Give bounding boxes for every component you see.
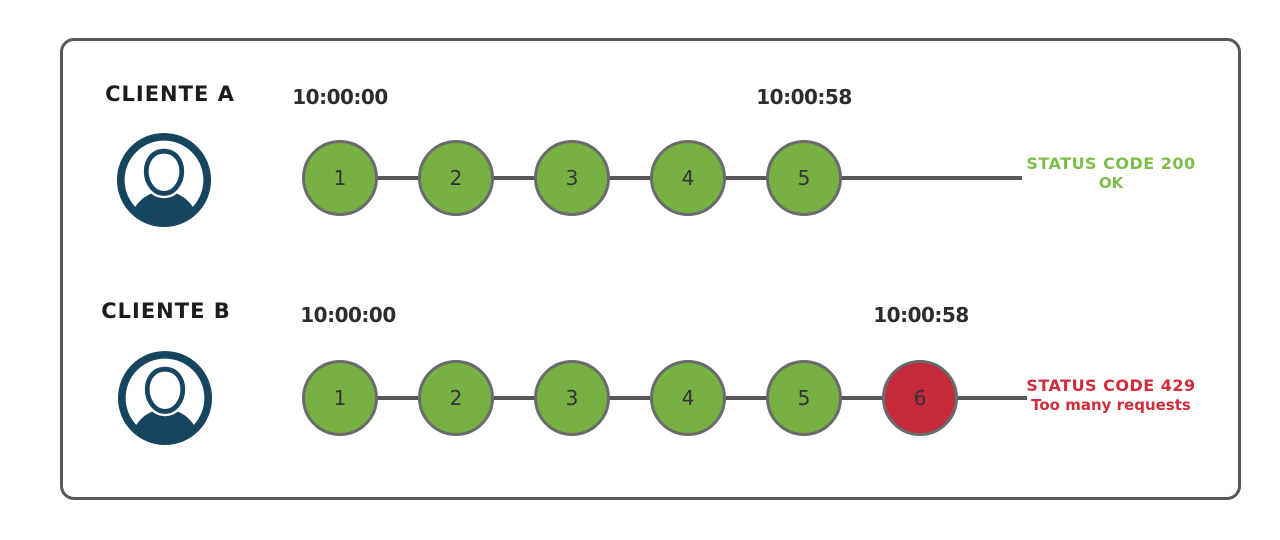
- request-node: 1: [302, 140, 378, 216]
- status-code-text: STATUS CODE 429: [1026, 376, 1196, 395]
- request-node: 4: [650, 140, 726, 216]
- diagram-frame: [60, 38, 1241, 500]
- status-message-text: Too many requests: [1031, 396, 1191, 414]
- user-avatar-icon: [117, 350, 213, 446]
- request-node: 4: [650, 360, 726, 436]
- client-b-label: CLIENTE B: [101, 299, 231, 323]
- request-node: 5: [766, 140, 842, 216]
- request-node-blocked: 6: [882, 360, 958, 436]
- status-code-text: STATUS CODE 200: [1026, 154, 1196, 173]
- request-node: 1: [302, 360, 378, 436]
- row-b-end-timestamp: 10:00:58: [873, 303, 969, 327]
- row-a-status: STATUS CODE 200 OK: [1026, 154, 1196, 193]
- user-avatar-icon: [116, 132, 212, 228]
- request-node: 3: [534, 140, 610, 216]
- status-message-text: OK: [1098, 174, 1124, 192]
- row-b-start-timestamp: 10:00:00: [300, 303, 396, 327]
- row-a-end-timestamp: 10:00:58: [756, 85, 852, 109]
- request-node: 2: [418, 140, 494, 216]
- client-a-label: CLIENTE A: [105, 82, 235, 106]
- row-a-start-timestamp: 10:00:00: [292, 85, 388, 109]
- request-node: 2: [418, 360, 494, 436]
- request-node: 5: [766, 360, 842, 436]
- row-b-status: STATUS CODE 429 Too many requests: [1026, 376, 1196, 415]
- request-node: 3: [534, 360, 610, 436]
